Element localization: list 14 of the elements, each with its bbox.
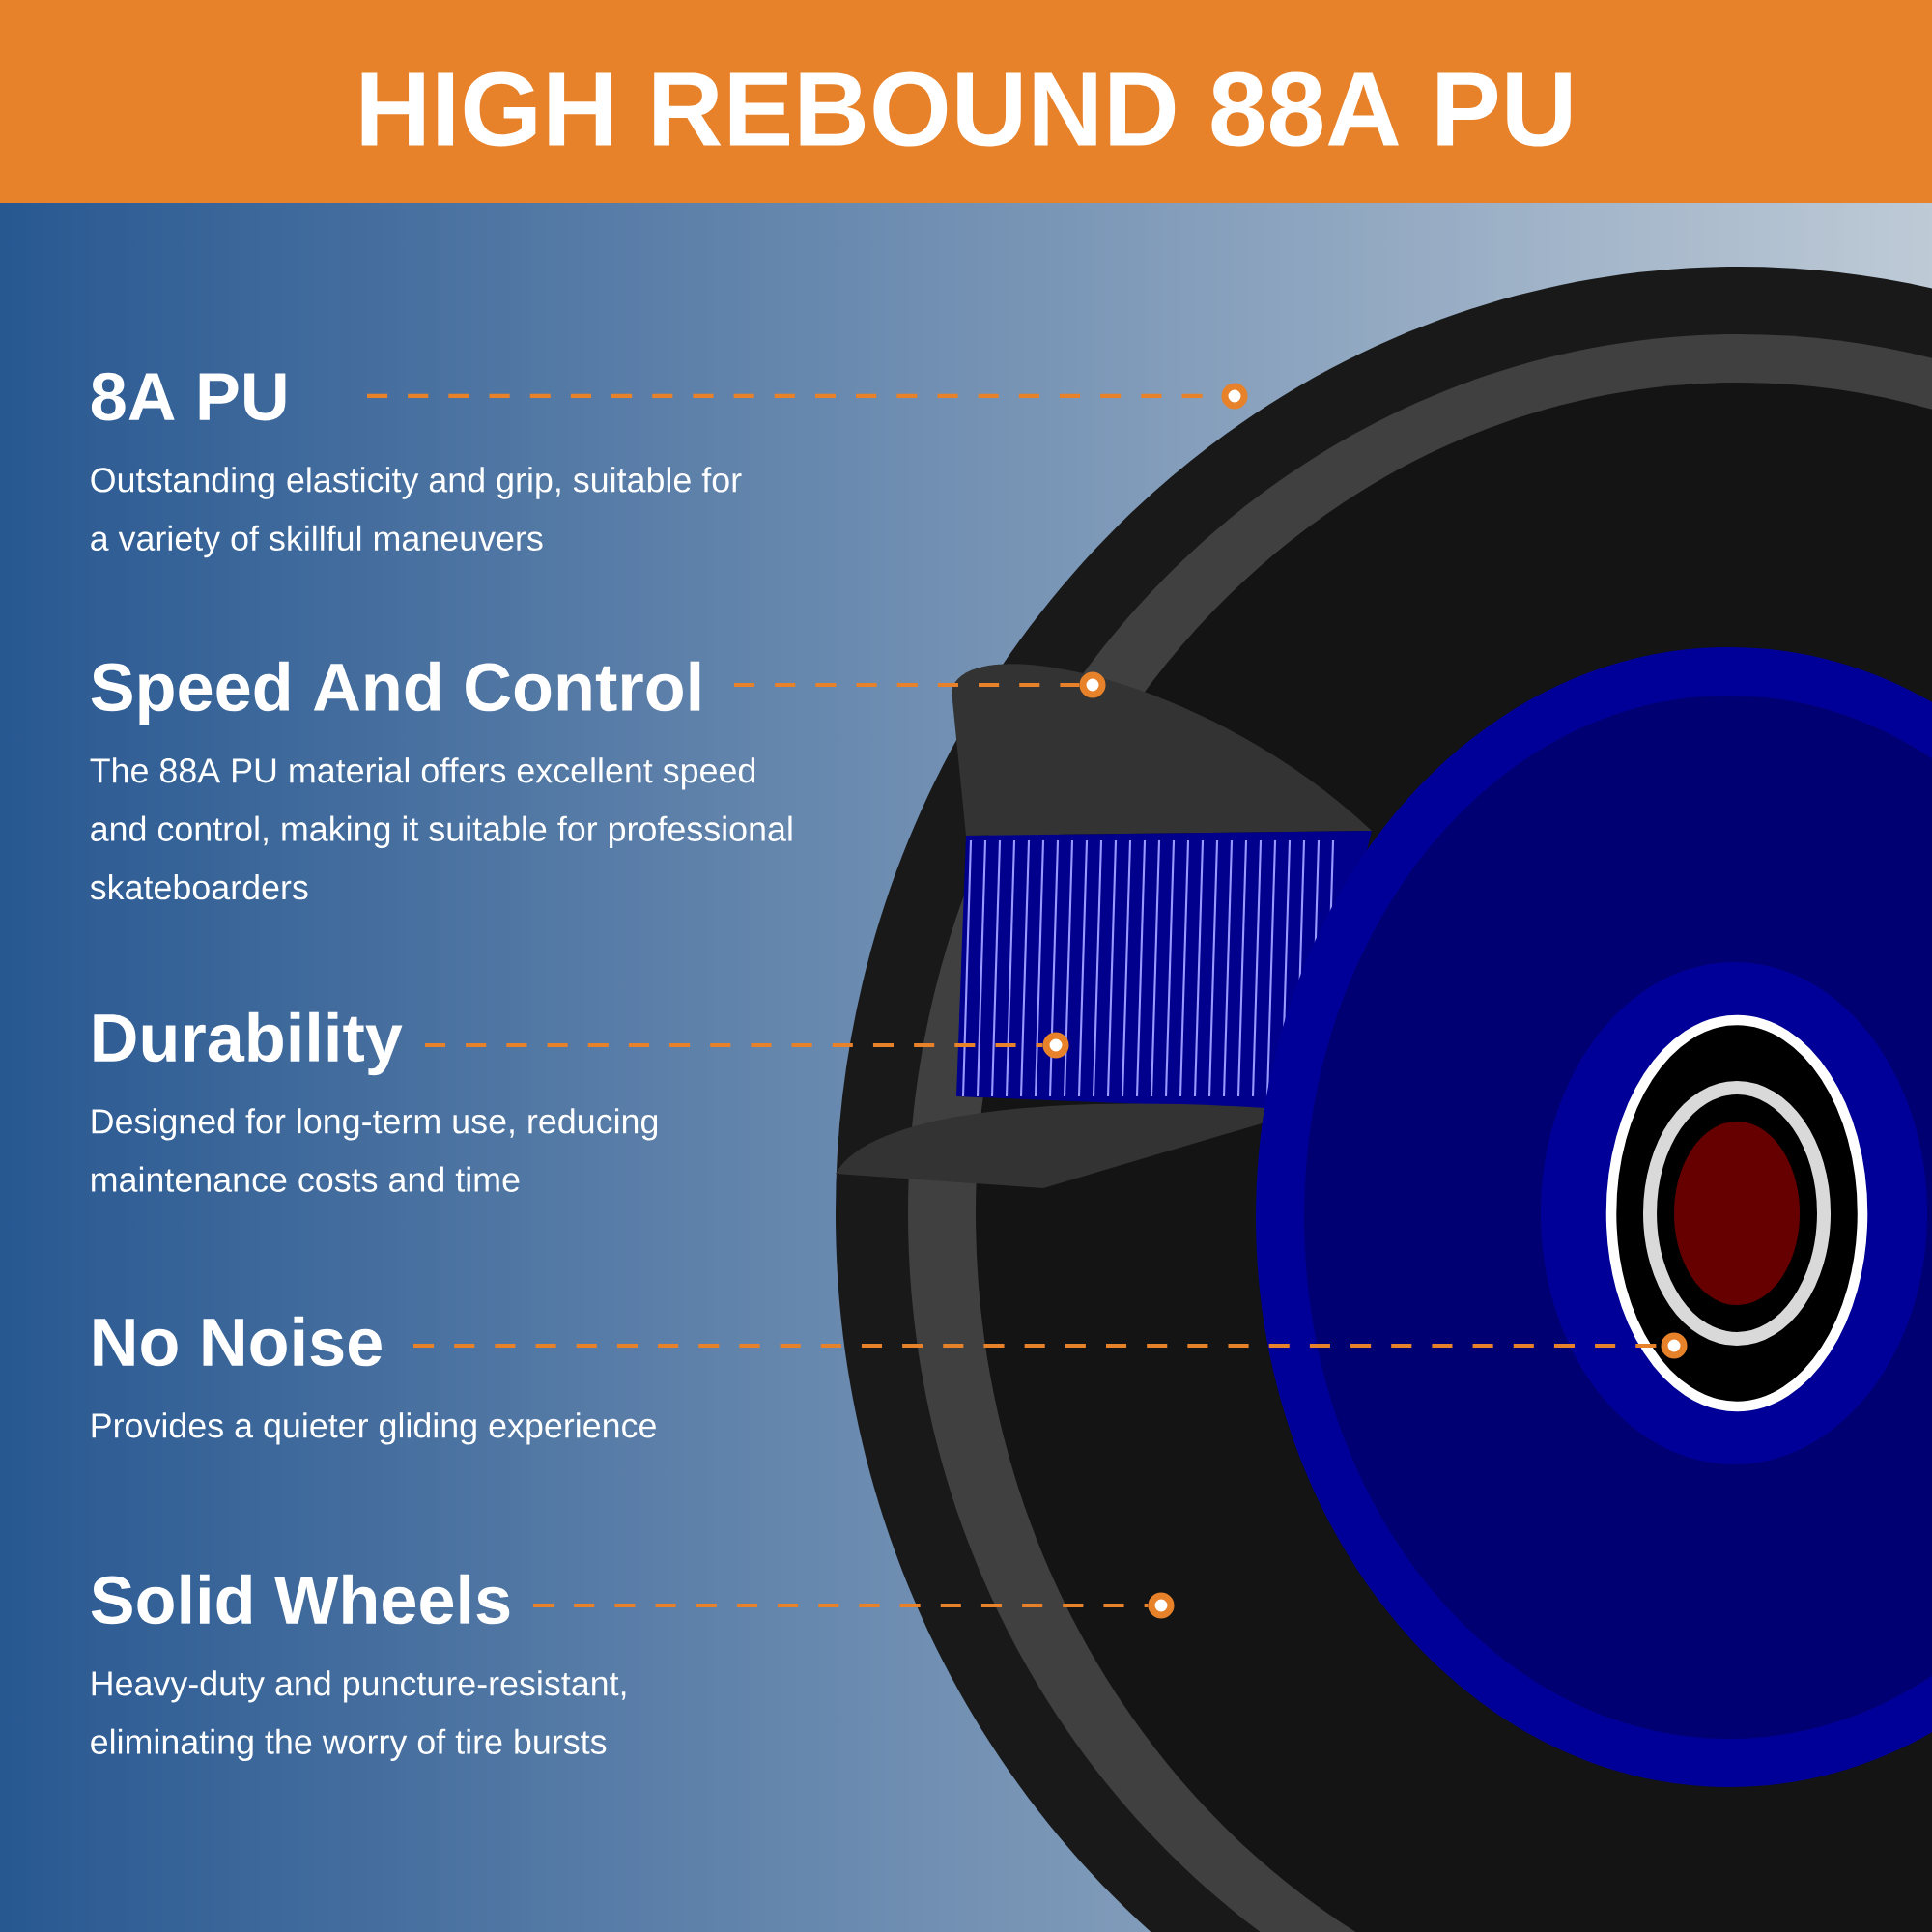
callout-text: Speed And Control The 88A PU material offers excellent speed and control, making it suitable for professional skateboarders xyxy=(90,661,792,900)
callout-text: 8A PU Outstanding elasticity and grip, suitable for a variety of skillful maneuvers xyxy=(91,372,742,558)
callout-dot xyxy=(1148,1592,1175,1619)
leader-line xyxy=(533,1603,1149,1608)
callout-dot xyxy=(1661,1332,1688,1359)
callout-dot xyxy=(1042,1032,1069,1059)
callout-text: Durability Designed for long-term use, reducing maintenance costs and time xyxy=(92,1011,658,1192)
callout-text: Solid Wheels Heavy-duty and puncture-resistant, eliminating the worry of tire bursts xyxy=(91,1574,626,1762)
leader-line xyxy=(734,682,1080,688)
callout-dot xyxy=(1221,383,1248,410)
leader-line xyxy=(425,1042,1043,1048)
title-banner: HIGH REBOUND 88A PU xyxy=(0,0,1932,203)
callout-text: No Noise Provides a quieter gliding experience xyxy=(92,1316,656,1445)
callout-dot xyxy=(1079,671,1106,698)
